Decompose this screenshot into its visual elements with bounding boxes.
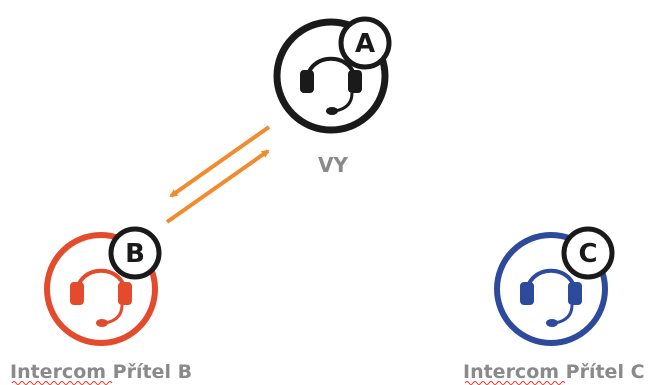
node-b-badge-letter: B (125, 239, 145, 269)
node-c-badge-letter: C (578, 239, 597, 269)
connection-arrows (165, 125, 271, 224)
node-a: A VY (273, 16, 392, 177)
arrow-a-to-b (169, 125, 271, 198)
node-b-badge (108, 226, 162, 280)
spellcheck-underline (11, 381, 113, 385)
node-b: B Intercom Přítel B (10, 226, 192, 385)
node-b-label: Intercom Přítel B (10, 361, 192, 383)
headset-icon (70, 268, 132, 327)
node-a-badge (338, 16, 392, 70)
spellcheck-underline (464, 381, 566, 385)
headset-icon (520, 268, 582, 327)
node-c-badge (561, 226, 615, 280)
headset-icon (300, 56, 362, 115)
node-a-label: VY (318, 153, 348, 177)
node-a-badge-letter: A (355, 29, 375, 59)
node-c: C Intercom Přítel C (463, 226, 645, 385)
arrow-b-to-a (165, 149, 270, 224)
node-c-label: Intercom Přítel C (463, 361, 645, 383)
